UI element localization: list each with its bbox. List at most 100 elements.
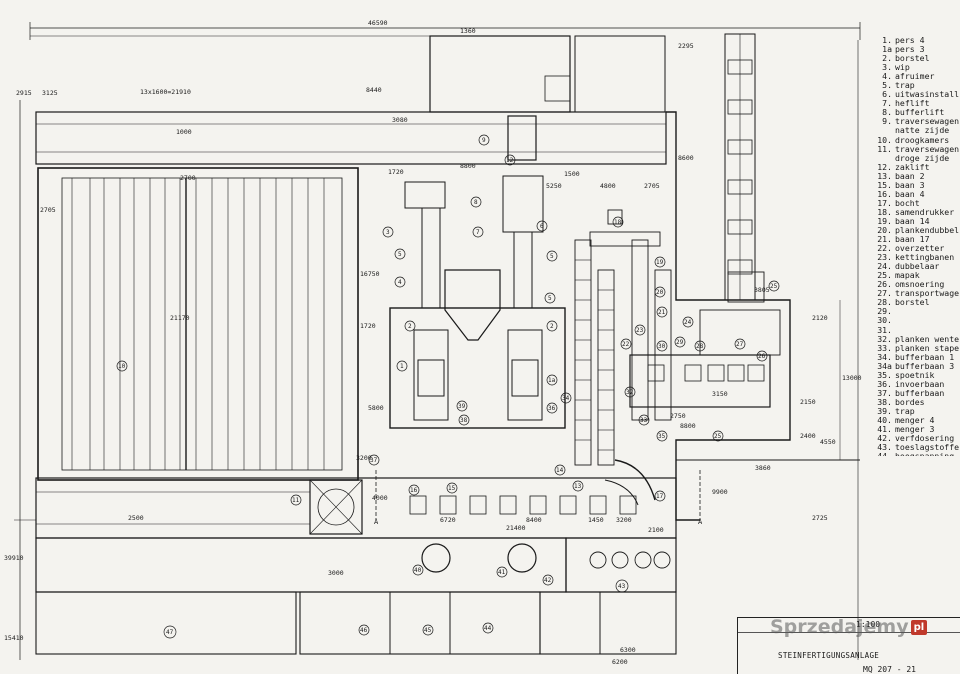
callout-balloon: 4	[394, 276, 406, 288]
callout-label: 8	[474, 199, 478, 206]
callout-label: 27	[736, 341, 744, 348]
legend-item-label: toeslagstoffe	[895, 442, 960, 453]
legend-item: droge zijde	[872, 152, 960, 163]
legend-item-number: 37.	[877, 387, 892, 398]
dim-label: 6300	[620, 646, 636, 654]
legend-item-label: droge zijde	[895, 152, 950, 163]
dim-label: 4000	[372, 494, 388, 502]
legend-item: 21.baan 17	[872, 234, 960, 244]
callout-label: 21	[658, 309, 666, 316]
legend-item-number: 39.	[877, 405, 892, 416]
legend-item-number: 34.	[877, 351, 892, 362]
legend-item-number: 38.	[877, 396, 892, 407]
legend-item: 44.hoogspanning	[872, 452, 960, 456]
legend-item: 33.planken stape	[872, 343, 960, 353]
callout-label: 34	[562, 395, 570, 402]
dim-label: 1720	[360, 322, 376, 330]
dim-label: 1000	[176, 128, 192, 136]
dim-label: 2700	[180, 174, 196, 182]
legend-item: 18.samendrukker	[872, 207, 960, 217]
legend-item-label: baan 14	[895, 215, 930, 226]
callout-balloon: 17	[654, 490, 666, 502]
legend-item-number: 15.	[877, 179, 892, 190]
dim-label: 6720	[440, 516, 456, 524]
section-marks: A A	[374, 518, 703, 526]
legend-item: 31.	[872, 325, 960, 335]
legend-item-label: zaklift	[895, 161, 930, 172]
legend-item: 34.bufferbaan 1	[872, 351, 960, 362]
dim-label: 1720	[388, 168, 404, 176]
legend-item-number: 6.	[882, 89, 892, 100]
dimension-labels: 46590 1360 2915 3125 13x1600=21910 8440 …	[4, 19, 862, 666]
legend-item: 6.uitwasinstall	[872, 90, 960, 99]
drawing-number: MQ 207 - 21	[863, 665, 916, 674]
dim-label: 8800	[680, 422, 696, 430]
callout-balloon: 8	[470, 196, 482, 208]
drying-chambers-hall	[37, 167, 359, 481]
callout-label: 43	[618, 583, 626, 590]
legend-item-label: borstel	[895, 53, 930, 64]
legend-item: 35.spoetnik	[872, 369, 960, 380]
legend-item: 36.invoerbaan	[872, 379, 960, 389]
legend-item-label: dubbelaar	[895, 261, 940, 272]
callout-label: 5	[548, 295, 552, 302]
legend-item: 32.planken wente	[872, 333, 960, 344]
press-room	[389, 307, 566, 429]
callout-label: 2	[550, 323, 554, 330]
legend-item: 42.verfdosering	[872, 434, 960, 443]
dim-label: 2295	[678, 42, 694, 50]
callout-label: 40	[414, 567, 422, 574]
callout-label: 11	[292, 497, 300, 504]
callout-label: 12	[506, 157, 514, 164]
callout-label: 25	[770, 283, 778, 290]
legend-item: 12.zaklift	[872, 161, 960, 172]
dim-label: 3000	[328, 569, 344, 577]
legend-item-label: bufferlift	[895, 107, 945, 118]
dim-label: 8400	[526, 516, 542, 524]
legend-item-label: uitwasinstall	[895, 89, 960, 100]
callout-balloon: 21	[656, 306, 668, 318]
legend-item-number: 17.	[877, 197, 892, 208]
callout-balloon: 45	[422, 624, 434, 636]
callout-label: 39	[458, 403, 466, 410]
legend-item-number: 4.	[882, 71, 892, 82]
callout-label: 1	[400, 363, 404, 370]
legend-item-number: 34a	[877, 360, 892, 371]
callout-label: 14	[556, 467, 564, 474]
callout-balloon: 35	[656, 430, 668, 442]
callout-label: 41	[498, 569, 506, 576]
legend-item-label: baan 2	[895, 170, 925, 181]
callout-balloon: 42	[542, 574, 554, 586]
callout-label: 23	[636, 327, 644, 334]
legend-item: 3.wip	[872, 63, 960, 72]
callout-label: 42	[544, 577, 552, 584]
legend-item: 43.toeslagstoffe	[872, 443, 960, 452]
dim-label: 1360	[460, 27, 476, 35]
legend-item: 41.menger 3	[872, 424, 960, 434]
dim-label: 4800	[600, 182, 616, 190]
dim-label: 16750	[360, 270, 380, 278]
callout-balloon: 10	[116, 360, 128, 372]
section-mark-a: A	[374, 518, 379, 526]
legend-item: 2.borstel	[872, 54, 960, 63]
dim-label: 13x1600=21910	[140, 88, 191, 96]
wet-side-traverse-track	[35, 111, 667, 165]
legend-item-number: 3.	[882, 62, 892, 73]
legend-item-label: baan 4	[895, 188, 925, 199]
legend-item: 40.menger 4	[872, 415, 960, 425]
legend-item-label: spoetnik	[895, 369, 935, 380]
legend-item-number: 43.	[877, 442, 892, 453]
legend-item-label: planken wente	[895, 333, 960, 344]
legend-item-label: heflift	[895, 98, 930, 109]
legend-item: 25.mapak	[872, 271, 960, 280]
callout-label: 33	[640, 417, 648, 424]
legend-item: 16.baan 4	[872, 188, 960, 199]
legend-item-number: 11.	[877, 143, 892, 154]
legend-item-label: traversewagen	[895, 143, 960, 154]
legend-item: 11.traversewagen	[872, 143, 960, 154]
dim-label: 5250	[546, 182, 562, 190]
callout-label: 20	[656, 289, 664, 296]
callout-balloon: 23	[634, 324, 646, 336]
